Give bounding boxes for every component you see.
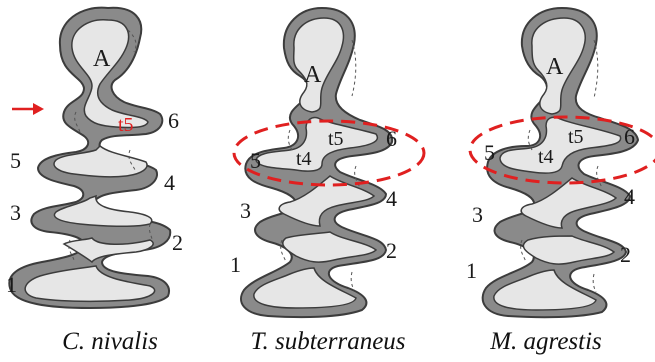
dentine-posterior-loop — [493, 269, 597, 311]
label-4: 4 — [164, 170, 175, 195]
label-6: 6 — [624, 124, 635, 149]
caption-t-subterraneus: T. subterraneus — [250, 328, 406, 355]
molar-drawings: A t5 6 5 4 3 2 1 A t5 t4 6 5 4 3 2 1 — [6, 6, 655, 319]
label-5: 5 — [484, 140, 495, 165]
label-2: 2 — [386, 238, 397, 263]
label-3: 3 — [472, 202, 483, 227]
dentine-t4-t5 — [499, 116, 622, 174]
dashed-tract — [68, 111, 153, 261]
label-2: 2 — [172, 230, 183, 255]
dashed-tract — [280, 39, 361, 291]
label-3: 3 — [10, 200, 21, 225]
label-anterior: A — [304, 62, 322, 88]
molar-t-subterraneus: A t5 t4 6 5 4 3 2 1 — [230, 6, 426, 319]
label-t5: t5 — [328, 128, 344, 150]
label-5: 5 — [10, 148, 21, 173]
dentine-posterior-loop — [253, 267, 357, 309]
dentine-triangle-2 — [62, 237, 154, 264]
molar-m-agrestis: A t5 t4 6 5 4 3 2 1 — [466, 6, 655, 319]
label-t5: t5 — [568, 126, 584, 148]
caption-m-agrestis: M. agrestis — [490, 328, 602, 355]
highlight-ellipse — [232, 119, 426, 187]
dentine-t4-t5 — [255, 116, 379, 172]
label-3: 3 — [240, 198, 251, 223]
label-4: 4 — [624, 184, 635, 209]
dentine-posterior-loop — [24, 265, 156, 303]
label-4: 4 — [386, 186, 397, 211]
dentine-triangle-4 — [520, 177, 618, 229]
label-t5: t5 — [118, 114, 134, 136]
highlight-ellipse — [468, 115, 655, 185]
molar-c-nivalis: A t5 6 5 4 3 2 1 — [6, 6, 183, 310]
label-5: 5 — [250, 148, 261, 173]
dentine-triangle-4 — [53, 194, 153, 228]
label-1: 1 — [6, 272, 17, 297]
label-t4: t4 — [296, 148, 312, 170]
label-6: 6 — [168, 108, 179, 133]
label-t4: t4 — [538, 146, 554, 168]
dentine-anterior-loop — [292, 17, 345, 113]
label-1: 1 — [466, 258, 477, 283]
label-anterior: A — [93, 46, 111, 72]
dentine-anterior-loop — [71, 19, 149, 129]
label-6: 6 — [386, 126, 397, 151]
dentine-anterior-loop — [531, 17, 586, 115]
label-1: 1 — [230, 252, 241, 277]
right-arrow-icon — [12, 103, 44, 115]
dentine-triangle-4 — [278, 175, 376, 227]
label-2: 2 — [620, 242, 631, 267]
label-anterior: A — [546, 54, 564, 80]
dashed-tract — [520, 39, 603, 293]
dentine-triangle-2 — [282, 231, 378, 263]
caption-c-nivalis: C. nivalis — [62, 328, 158, 355]
dentine-triangle-2 — [522, 235, 616, 265]
dentine-triangle-5 — [53, 144, 148, 178]
dashed-tract-top — [127, 29, 137, 53]
